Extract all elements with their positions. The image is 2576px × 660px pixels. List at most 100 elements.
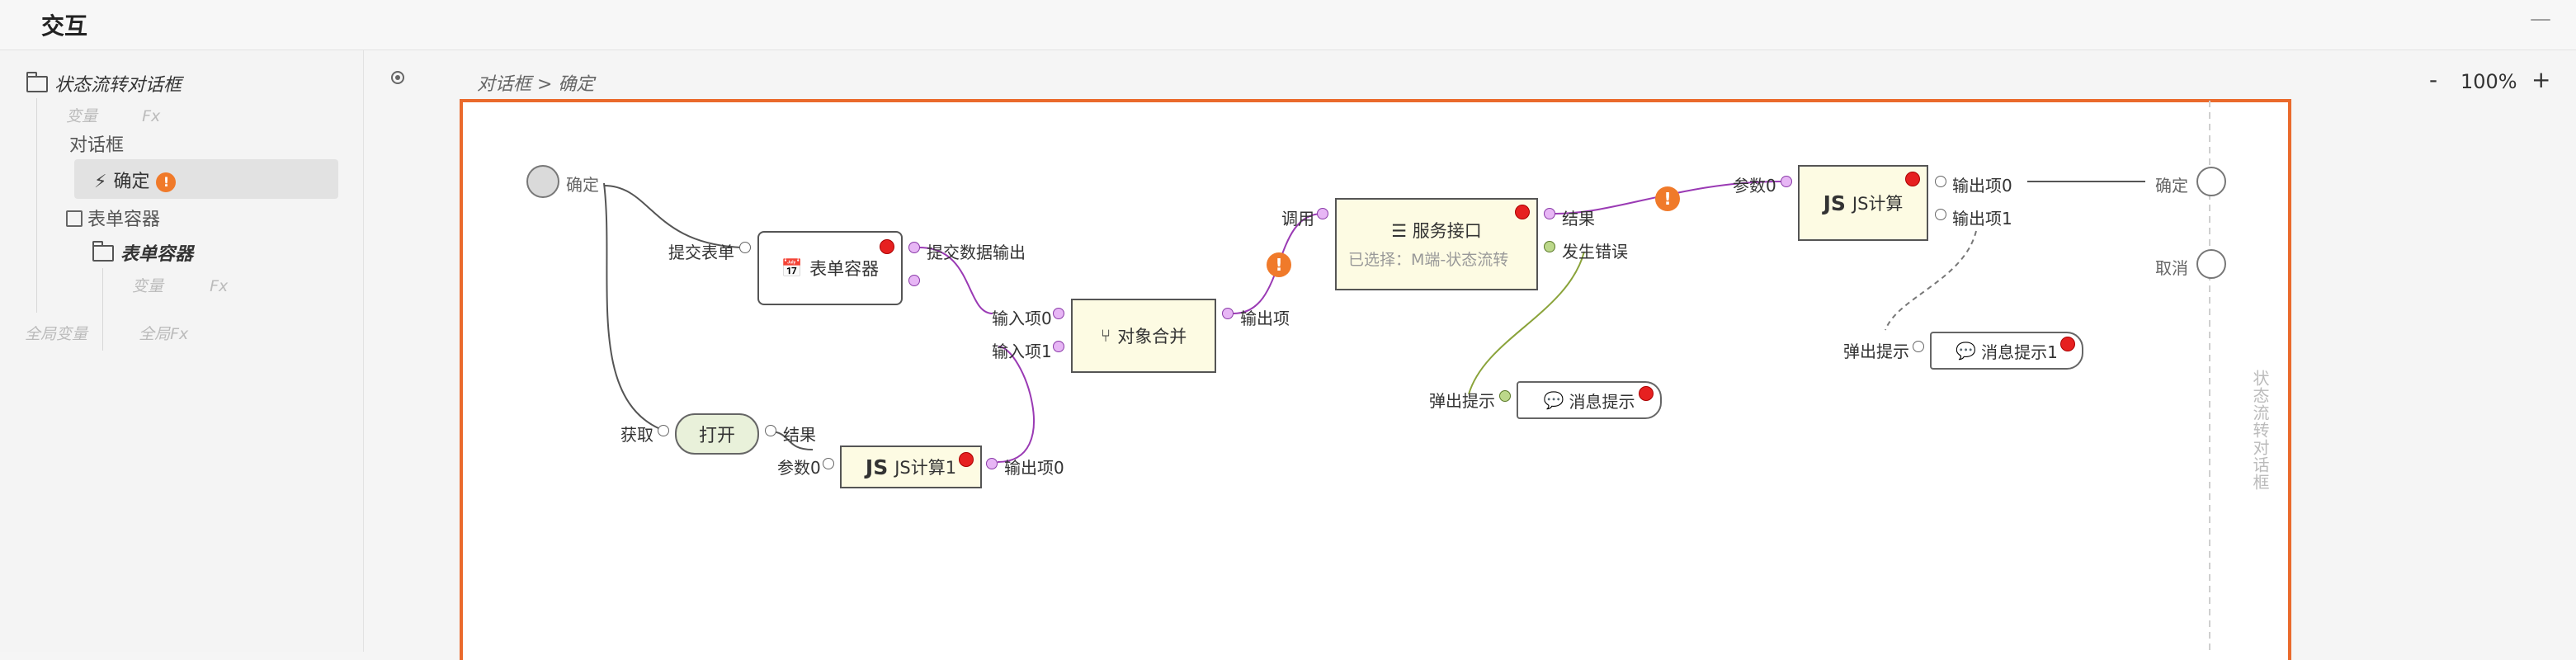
wire-js-to-msg1 — [1885, 230, 1977, 331]
lightning-icon: ⚡ — [94, 172, 107, 192]
message-node-label: 消息提示 — [1569, 391, 1635, 412]
connection-warning-icon[interactable]: ! — [1655, 186, 1680, 211]
js-output1-label: 输出项1 — [1952, 209, 2012, 229]
open-input-port[interactable] — [658, 425, 669, 436]
js-status-dot — [1905, 172, 1920, 186]
chat-icon: 💬 — [1956, 341, 1977, 361]
msg-input-port[interactable] — [1499, 390, 1511, 402]
object-merge-node-label: 对象合并 — [1117, 327, 1187, 346]
service-result-label: 结果 — [1562, 209, 1595, 229]
form-node-status-dot — [880, 239, 894, 254]
variables-link[interactable]: 变量 — [66, 107, 98, 125]
msg1-input-port[interactable] — [1913, 341, 1924, 352]
wire-start-to-open — [603, 182, 661, 430]
js1-input-port[interactable] — [823, 458, 834, 469]
js1-status-dot — [959, 452, 974, 467]
merge-input1-port[interactable] — [1053, 341, 1064, 352]
sidebar: 状态流转对话框 变量 Fx 对话框 — [0, 50, 364, 652]
form-output-port-2[interactable] — [908, 275, 920, 286]
js1-output-port[interactable] — [986, 458, 998, 469]
tree-form-folder-label: 表单容器 — [120, 244, 194, 265]
message-1-node-label: 消息提示1 — [1981, 342, 2058, 362]
form-icon — [66, 210, 83, 227]
fx-link[interactable]: Fx — [210, 277, 229, 295]
js-output1-port[interactable] — [1935, 209, 1946, 220]
msg1-status-dot — [2060, 337, 2075, 351]
form-container-node-label: 表单容器 — [809, 259, 880, 279]
js1-output-label: 输出项0 — [1004, 458, 1064, 478]
merge-input0-label: 输入项0 — [992, 309, 1052, 328]
service-node-subtitle: 已选择：M端-状态流转 — [1348, 251, 1509, 269]
tree-item-form-container[interactable]: 表单容器 — [66, 205, 160, 231]
form-input-label: 提交表单 — [668, 243, 734, 262]
zoom-in-button[interactable]: + — [2531, 66, 2551, 93]
service-result-port[interactable] — [1544, 208, 1555, 219]
folder-icon — [92, 241, 114, 262]
zoom-level: 100% — [2460, 70, 2517, 93]
service-error-port[interactable] — [1544, 241, 1555, 252]
breadcrumb: 对话框 > 确定 — [477, 74, 595, 95]
end-confirm-label: 确定 — [2155, 176, 2188, 196]
tree-item-confirm-label: 确定 — [113, 172, 150, 192]
warning-badge: ! — [156, 172, 177, 192]
tree-root-folder[interactable]: 状态流转对话框 — [26, 70, 182, 97]
chat-icon: 💬 — [1543, 390, 1564, 410]
js-icon: JS — [865, 455, 889, 479]
open-node[interactable]: 打开 — [675, 413, 759, 455]
top-bar: 交互 — — [0, 0, 2576, 50]
service-interface-node[interactable]: ☰ 服务接口 已选择：M端-状态流转 — [1335, 198, 1538, 290]
form-container-node[interactable]: 📅表单容器 — [757, 231, 903, 305]
calendar-icon: 📅 — [781, 257, 804, 278]
tree-form-vars[interactable]: 变量 Fx — [132, 274, 228, 296]
tree-guide-line — [36, 98, 37, 313]
js1-input-label: 参数0 — [777, 458, 821, 478]
service-input-label: 调用 — [1281, 209, 1314, 229]
msg1-input-label: 弹出提示 — [1843, 342, 1909, 361]
js-output0-port[interactable] — [1935, 176, 1946, 187]
locate-icon[interactable] — [391, 71, 404, 84]
flow-start-node[interactable] — [526, 165, 559, 198]
service-node-label: 服务接口 — [1412, 221, 1482, 241]
tree-form-folder[interactable]: 表单容器 — [92, 239, 193, 266]
end-cancel-label: 取消 — [2155, 258, 2188, 278]
open-output-port[interactable] — [765, 425, 776, 436]
boundary-label: 状态流转对话框 — [2250, 370, 2270, 491]
end-confirm-node[interactable] — [2196, 167, 2226, 196]
form-output-label: 提交数据输出 — [927, 243, 1026, 262]
tree-root-vars[interactable]: 变量 Fx — [66, 104, 160, 126]
connection-warning-icon[interactable]: ! — [1267, 252, 1291, 277]
end-cancel-node[interactable] — [2196, 249, 2226, 279]
service-error-label: 发生错误 — [1562, 242, 1628, 262]
msg-input-label: 弹出提示 — [1429, 391, 1495, 411]
message-node[interactable]: 💬消息提示 — [1517, 381, 1662, 419]
merge-input1-label: 输入项1 — [992, 342, 1052, 361]
js-input-port[interactable] — [1781, 176, 1792, 187]
zoom-out-button[interactable]: - — [2429, 66, 2438, 93]
tree-global-vars[interactable]: 全局变量 全局Fx — [25, 322, 188, 344]
form-input-port[interactable] — [739, 242, 751, 253]
tree-item-confirm-selected[interactable]: ⚡ 确定! — [74, 159, 338, 199]
merge-output-label: 输出项 — [1240, 309, 1290, 328]
msg-status-dot — [1639, 386, 1654, 401]
js-output0-label: 输出项0 — [1952, 176, 2012, 196]
variables-link[interactable]: 变量 — [132, 277, 164, 295]
fx-link[interactable]: Fx — [142, 107, 161, 125]
service-input-port[interactable] — [1317, 208, 1328, 219]
tree-item-dialog[interactable]: 对话框 — [69, 130, 124, 157]
object-merge-node[interactable]: ⑂对象合并 — [1071, 299, 1216, 373]
global-fx-link[interactable]: 全局Fx — [139, 325, 189, 343]
wire-js1-to-merge — [997, 346, 1035, 463]
merge-input0-port[interactable] — [1053, 308, 1064, 319]
minimize-button[interactable]: — — [2530, 7, 2551, 31]
message-1-node[interactable]: 💬消息提示1 — [1930, 332, 2083, 370]
form-output-port[interactable] — [908, 242, 920, 253]
flow-board[interactable] — [460, 99, 2291, 660]
tree-root-label: 状态流转对话框 — [54, 75, 182, 96]
merge-output-port[interactable] — [1222, 308, 1234, 319]
js-input-label: 参数0 — [1733, 176, 1776, 196]
app-title: 交互 — [41, 12, 88, 40]
global-variables-link[interactable]: 全局变量 — [25, 325, 88, 343]
open-input-label: 获取 — [620, 425, 653, 445]
